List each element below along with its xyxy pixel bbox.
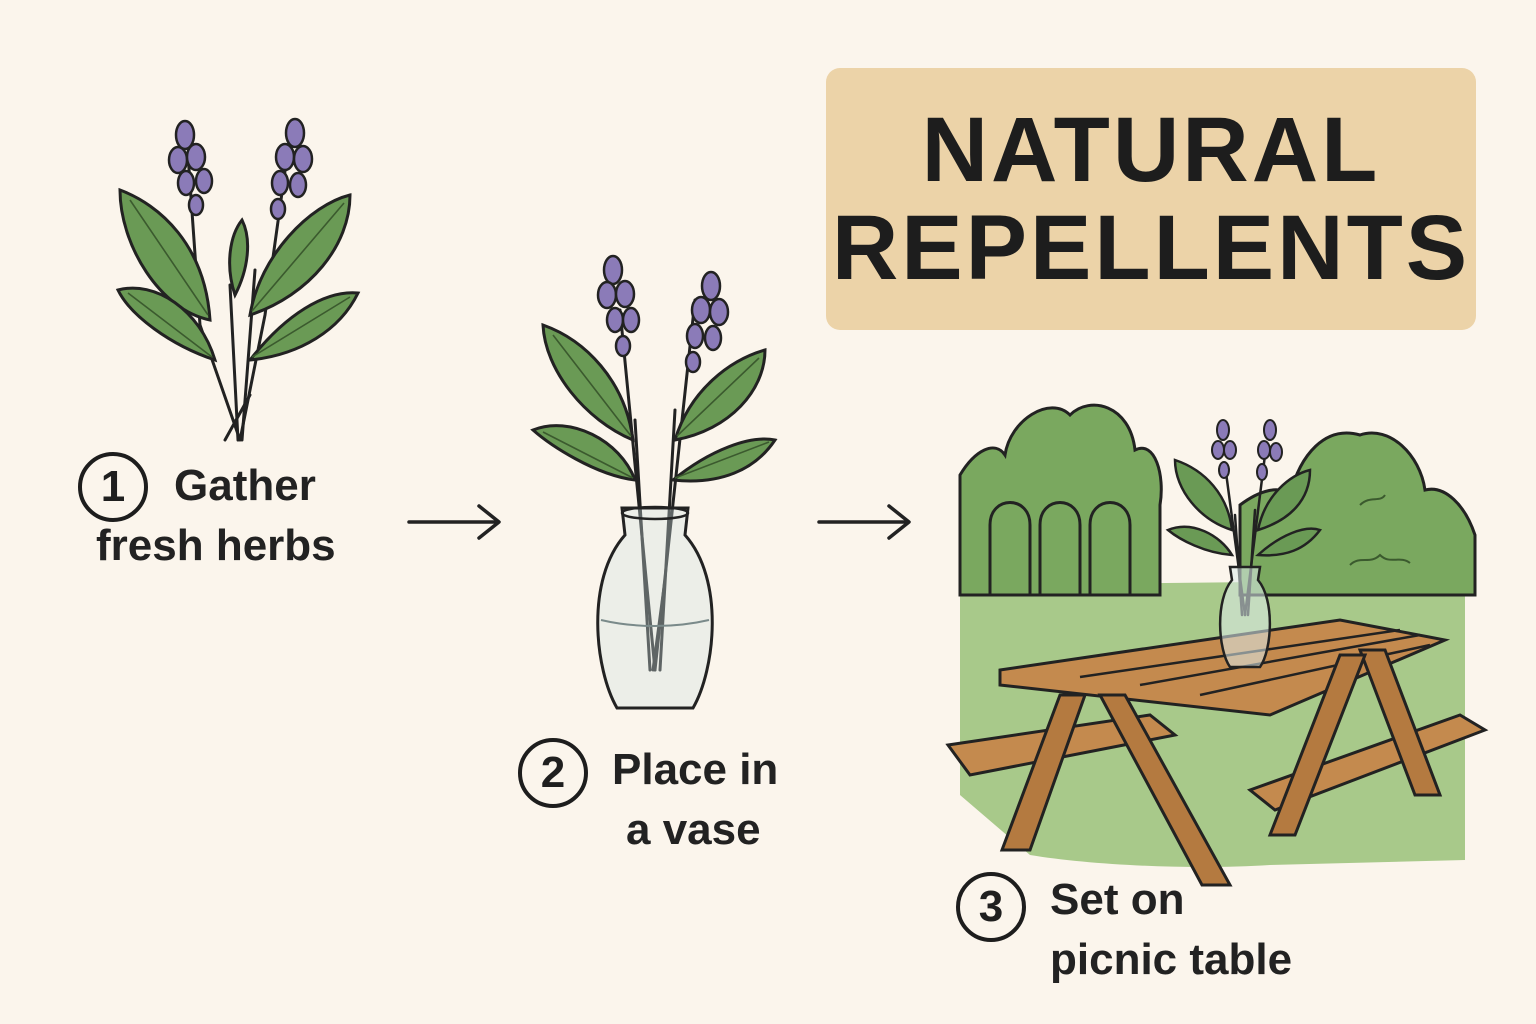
step-2-line-2: a vase — [626, 805, 761, 854]
title-line-1: NATURAL — [921, 99, 1381, 201]
step-1: 1 Gather fresh herbs — [78, 452, 336, 576]
trellis — [988, 501, 1132, 595]
step-2: 2 Place in a vase — [518, 738, 778, 860]
step-3-line-2: picnic table — [1050, 935, 1293, 984]
step-1-line-2: fresh herbs — [96, 521, 336, 570]
picnic-table-scene — [945, 403, 1489, 887]
title-line-2: REPELLENTS — [831, 197, 1471, 299]
step-1-number: 1 — [78, 452, 148, 522]
step-1-line-1: Gather — [174, 461, 316, 510]
step-3-number: 3 — [956, 872, 1026, 942]
step-2-line-1: Place in — [612, 745, 779, 794]
vase-icon — [530, 254, 778, 710]
step-1-text: Gather fresh herbs — [96, 456, 336, 576]
arrow-right-icon — [407, 504, 501, 540]
arrow-right-icon — [817, 504, 911, 540]
herb-bundle-icon — [115, 117, 361, 442]
step-2-text: Place in a vase — [612, 740, 778, 860]
step-3: 3 Set on picnic table — [956, 872, 1292, 990]
step-3-text: Set on picnic table — [1050, 870, 1292, 990]
bush-left — [958, 403, 1163, 597]
step-2-number: 2 — [518, 738, 588, 808]
title-banner: NATURAL REPELLENTS — [826, 68, 1476, 330]
step-3-line-1: Set on — [1050, 875, 1185, 924]
